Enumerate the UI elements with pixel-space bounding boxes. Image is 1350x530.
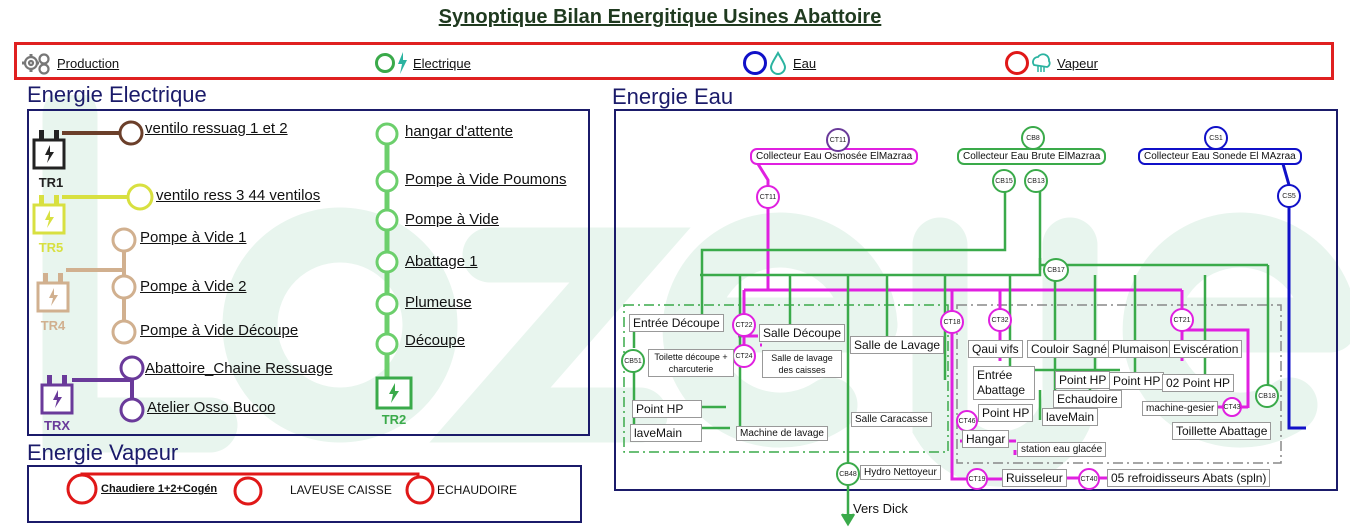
point-hp-left[interactable]: Point HP (632, 400, 702, 418)
point-ruisseleur[interactable]: Ruisseleur (1002, 469, 1067, 487)
point-hydro-nettoyeur[interactable]: Hydro Nettoyeur (860, 465, 941, 480)
tr2-load-5[interactable]: Plumeuse (405, 294, 472, 311)
page-title: Synoptique Bilan Energitique Usines Abat… (438, 6, 882, 28)
trx-load-1[interactable]: Abattoire_Chaine Ressuage (145, 360, 333, 377)
meter-cb51[interactable]: CB51 (621, 349, 645, 373)
legend-eau[interactable]: Eau (743, 51, 816, 75)
point-echaudoire[interactable]: Echaudoire (1053, 390, 1122, 408)
point-toilette-decoupe[interactable]: Toilette découpe + charcuterie (648, 349, 734, 377)
meter-ct19[interactable]: CT19 (966, 468, 988, 490)
label-vers-dick: Vers Dick (853, 501, 908, 516)
point-hp-2[interactable]: Point HP (1109, 372, 1165, 390)
tr4-load-2[interactable]: Pompe à Vide 2 (140, 278, 247, 295)
trx-label: TRX (44, 418, 70, 433)
legend-eau-label: Eau (793, 55, 817, 71)
legend-vapeur[interactable]: Vapeur (1005, 51, 1098, 75)
collecteur-brute[interactable]: Collecteur Eau Brute ElMazraa (957, 148, 1107, 165)
tr2-load-6[interactable]: Découpe (405, 332, 466, 349)
meter-cb17[interactable]: CB17 (1043, 258, 1069, 282)
vapeur-frame (27, 465, 582, 523)
vapeur-laveuse-caisse[interactable]: LAVEUSE CAISSE (290, 483, 392, 497)
meter-ct24[interactable]: CT24 (732, 344, 756, 368)
tr2-load-3[interactable]: Pompe à Vide (405, 211, 499, 228)
meter-ct32[interactable]: CT32 (988, 308, 1012, 332)
meter-ct11-top[interactable]: CT11 (826, 128, 850, 152)
point-hp-1[interactable]: Point HP (1055, 371, 1111, 389)
vapeur-node-3 (405, 475, 435, 505)
red-circle-icon (1005, 51, 1029, 75)
tr5-label: TR5 (38, 240, 64, 255)
section-title-eau: Energie Eau (612, 84, 734, 109)
meter-cb48[interactable]: CB48 (836, 462, 860, 486)
vapeur-chaudiere[interactable]: Chaudiere 1+2+Cogén (101, 483, 218, 495)
blue-circle-icon (743, 51, 767, 75)
meter-ct43[interactable]: CT43 (1222, 397, 1242, 417)
point-salle-de-lavage[interactable]: Salle de Lavage (850, 336, 945, 354)
legend-electrique[interactable]: Electrique (375, 51, 471, 75)
point-couloir-sagne[interactable]: Couloir Sagné (1027, 340, 1112, 358)
meter-cs1[interactable]: CS1 (1204, 126, 1228, 150)
gears-icon (22, 53, 50, 75)
water-drop-icon (769, 51, 787, 75)
vapeur-node-1 (66, 473, 98, 505)
legend-electrique-label: Electrique (413, 55, 471, 71)
legend-vapeur-label: Vapeur (1057, 55, 1098, 71)
point-machine-lavage[interactable]: Machine de lavage (736, 426, 828, 441)
tr2-node-2 (375, 169, 399, 193)
point-entree-decoupe[interactable]: Entrée Découpe (629, 314, 724, 332)
green-circle-icon (375, 53, 395, 73)
tr2-label: TR2 (381, 412, 407, 427)
meter-ct22[interactable]: CT22 (732, 313, 756, 337)
point-lavemain-right[interactable]: laveMain (1042, 408, 1099, 426)
meter-cb13[interactable]: CB13 (1024, 169, 1048, 193)
point-refroidisseurs[interactable]: 05 refroidisseurs Abats (spln) (1107, 469, 1271, 487)
tr5-load-1[interactable]: ventilo ress 3 44 ventilos (156, 187, 321, 204)
meter-cs5[interactable]: CS5 (1277, 184, 1301, 208)
point-station-eau-glacee[interactable]: station eau glacée (1017, 442, 1107, 457)
tr1-load-1[interactable]: ventilo ressuag 1 et 2 (145, 120, 288, 137)
meter-ct18[interactable]: CT18 (940, 310, 964, 334)
lightning-icon (398, 52, 407, 74)
meter-ct40[interactable]: CT40 (1078, 468, 1100, 490)
point-hangar[interactable]: Hangar (962, 430, 1010, 448)
point-toillette-abattage[interactable]: Toillette Abattage (1172, 422, 1272, 440)
steam-cloud-icon (1032, 53, 1051, 72)
tr4-load-1[interactable]: Pompe à Vide 1 (140, 229, 247, 246)
collecteur-sonede[interactable]: Collecteur Eau Sonede El MAzraa (1138, 148, 1302, 165)
point-hp-4[interactable]: Point HP (978, 404, 1034, 422)
tr2-load-4[interactable]: Abattage 1 (405, 253, 478, 270)
vapeur-echaudoire[interactable]: ECHAUDOIRE (437, 483, 518, 497)
tr2-load-1[interactable]: hangar d'attente (405, 123, 513, 140)
tr2-node-1 (375, 122, 399, 146)
meter-cb15[interactable]: CB15 (992, 169, 1016, 193)
tr4-load-3[interactable]: Pompe à Vide Découpe (140, 322, 299, 339)
legend-production[interactable]: Production (21, 51, 119, 75)
meter-ct11[interactable]: CT11 (756, 185, 780, 209)
meter-cb8[interactable]: CB8 (1021, 126, 1045, 150)
tr4-label: TR4 (40, 318, 66, 333)
legend-production-label: Production (57, 55, 120, 71)
point-machine-gesier[interactable]: machine-gesier (1142, 401, 1219, 416)
tr2-load-2[interactable]: Pompe à Vide Poumons (405, 171, 567, 188)
tr1-label: TR1 (38, 175, 64, 190)
point-evisceration[interactable]: Eviscération (1169, 340, 1243, 358)
point-hp-3[interactable]: 02 Point HP (1162, 374, 1235, 392)
meter-cb18[interactable]: CB18 (1255, 384, 1279, 408)
trx-load-2[interactable]: Atelier Osso Bucoo (147, 399, 276, 416)
point-lavemain-left[interactable]: laveMain (630, 424, 702, 442)
point-salle-caracasse[interactable]: Salle Caracasse (851, 412, 932, 427)
point-plumaison[interactable]: Plumaison (1108, 340, 1173, 358)
meter-ct21[interactable]: CT21 (1170, 308, 1194, 332)
meter-ct46[interactable]: CT46 (956, 410, 978, 432)
vapeur-node-2 (233, 476, 263, 506)
point-entree-abattage[interactable]: Entrée Abattage (973, 366, 1035, 400)
point-qaui-vifs[interactable]: Qaui vifs (968, 340, 1023, 358)
point-salle-lavage-caisses[interactable]: Salle de lavage des caisses (762, 350, 842, 378)
legend-bar: Production Electrique Eau Vapeur (14, 42, 1334, 80)
point-salle-decoupe[interactable]: Salle Découpe (759, 324, 846, 342)
